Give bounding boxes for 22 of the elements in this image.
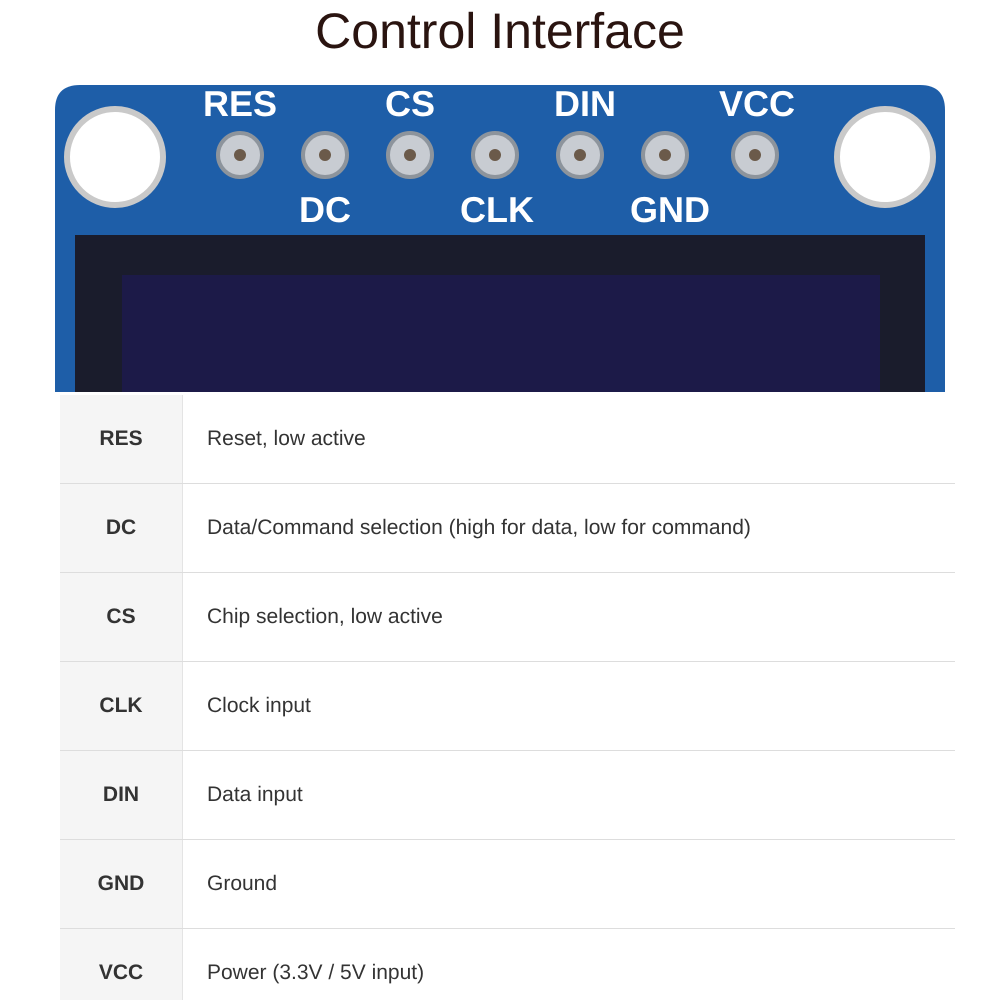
pin-label: GND	[630, 190, 710, 230]
pin-description: Clock input	[207, 694, 311, 718]
pin-label: DC	[299, 190, 351, 230]
pin-name: CLK	[99, 694, 143, 718]
pin-label: VCC	[718, 84, 795, 124]
pin-label: DIN	[554, 84, 616, 124]
pin-description: Ground	[207, 872, 278, 896]
title: Control Interface	[315, 2, 685, 60]
pin-description: Chip selection, low active	[207, 605, 443, 629]
pin-name: CS	[106, 605, 136, 629]
pin-name: RES	[99, 427, 143, 451]
pin-name: DIN	[102, 783, 140, 807]
pin-name: DC	[106, 516, 136, 540]
pin-label: CLK	[460, 190, 534, 230]
pin-description: Power (3.3V / 5V input)	[207, 961, 424, 985]
pin-description: Data/Command selection (high for data, low for command)	[207, 516, 751, 540]
pin-label: CS	[384, 84, 435, 124]
pin-description: Reset, low active	[207, 427, 366, 451]
pin-name: VCC	[98, 961, 144, 985]
pin-description: Data input	[207, 783, 303, 807]
pin-name: GND	[98, 872, 144, 896]
pin-label: RES	[202, 84, 278, 124]
